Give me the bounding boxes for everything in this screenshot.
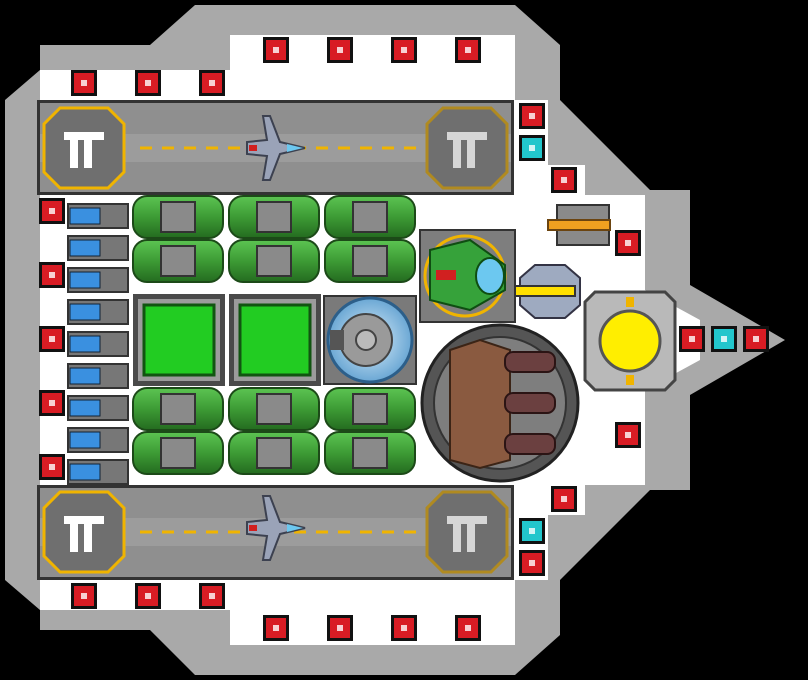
fuel-tank-array <box>132 195 416 475</box>
fuel-tank-icon[interactable] <box>228 239 320 283</box>
thruster-icon <box>67 267 129 293</box>
fuel-tank-icon[interactable] <box>324 387 416 431</box>
fighter-ship-icon[interactable] <box>246 115 306 181</box>
node-red-icon[interactable] <box>39 390 65 416</box>
node-red-icon[interactable] <box>391 615 417 641</box>
fuel-tank-icon[interactable] <box>228 195 320 239</box>
node-layer <box>39 37 769 641</box>
cargo-bay-icon[interactable] <box>229 294 321 386</box>
node-red-icon[interactable] <box>519 103 545 129</box>
node-red-icon[interactable] <box>39 454 65 480</box>
thruster-icon <box>67 235 129 261</box>
turret-icon[interactable] <box>547 204 611 246</box>
fuel-tank-icon[interactable] <box>132 239 224 283</box>
node-red-icon[interactable] <box>263 615 289 641</box>
thruster-icon <box>67 299 129 325</box>
node-red-icon[interactable] <box>39 262 65 288</box>
landing-pad-right[interactable] <box>425 106 509 190</box>
thruster-icon <box>67 363 129 389</box>
shield-dome-icon[interactable] <box>323 295 417 385</box>
node-red-icon[interactable] <box>71 583 97 609</box>
thruster-icon <box>67 331 129 357</box>
fuel-tank-icon[interactable] <box>324 195 416 239</box>
hangar-bottom <box>37 485 514 580</box>
node-red-icon[interactable] <box>615 230 641 256</box>
node-red-icon[interactable] <box>327 37 353 63</box>
node-red-icon[interactable] <box>39 326 65 352</box>
yellow-core-icon[interactable] <box>583 290 677 392</box>
node-red-icon[interactable] <box>263 37 289 63</box>
node-red-icon[interactable] <box>199 583 225 609</box>
thruster-column <box>67 203 129 485</box>
fighter-ship-icon[interactable] <box>246 495 306 561</box>
node-cyan-icon[interactable] <box>711 326 737 352</box>
node-cyan-icon[interactable] <box>519 518 545 544</box>
landing-pad-left[interactable] <box>42 490 126 574</box>
fuel-tank-icon[interactable] <box>228 387 320 431</box>
turret-icon[interactable] <box>514 264 581 319</box>
node-red-icon[interactable] <box>743 326 769 352</box>
fuel-tank-icon[interactable] <box>228 431 320 475</box>
fuel-tank-icon[interactable] <box>132 431 224 475</box>
cargo-bay-icon[interactable] <box>133 294 225 386</box>
node-red-icon[interactable] <box>199 70 225 96</box>
node-red-icon[interactable] <box>327 615 353 641</box>
node-red-icon[interactable] <box>391 37 417 63</box>
landing-pad-right[interactable] <box>425 490 509 574</box>
node-red-icon[interactable] <box>71 70 97 96</box>
reactor-icon[interactable] <box>420 323 580 483</box>
node-red-icon[interactable] <box>455 615 481 641</box>
node-red-icon[interactable] <box>519 550 545 576</box>
thruster-icon <box>67 427 129 453</box>
hangar-top <box>37 100 514 195</box>
node-red-icon[interactable] <box>455 37 481 63</box>
node-red-icon[interactable] <box>135 70 161 96</box>
fuel-tank-icon[interactable] <box>324 239 416 283</box>
thruster-icon <box>67 395 129 421</box>
fuel-tank-icon[interactable] <box>132 387 224 431</box>
node-red-icon[interactable] <box>615 422 641 448</box>
node-red-icon[interactable] <box>135 583 161 609</box>
node-cyan-icon[interactable] <box>519 135 545 161</box>
thruster-icon <box>67 459 129 485</box>
node-red-icon[interactable] <box>39 198 65 224</box>
thruster-icon <box>67 203 129 229</box>
turret-icon[interactable] <box>419 229 516 323</box>
node-red-icon[interactable] <box>551 486 577 512</box>
node-red-icon[interactable] <box>679 326 705 352</box>
fuel-tank-icon[interactable] <box>132 195 224 239</box>
landing-pad-left[interactable] <box>42 106 126 190</box>
node-red-icon[interactable] <box>551 167 577 193</box>
fuel-tank-icon[interactable] <box>324 431 416 475</box>
